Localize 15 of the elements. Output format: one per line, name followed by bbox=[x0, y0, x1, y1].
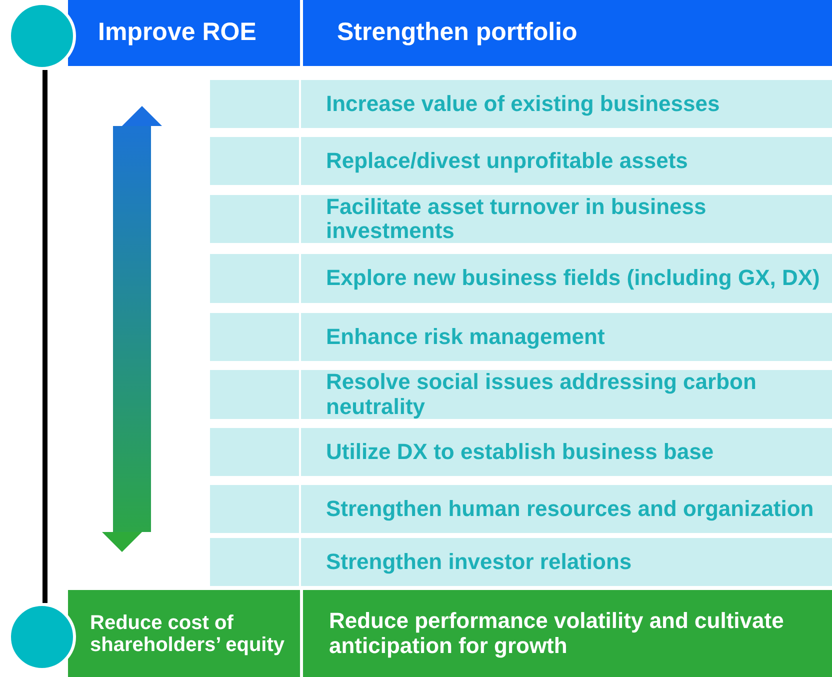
header-band: Reduce cost of shareholders’ equity bbox=[68, 590, 300, 677]
strategy-row: Replace/divest unprofitable assets bbox=[210, 137, 832, 185]
strategy-row: Explore new business fields (including GX, DX) bbox=[210, 254, 832, 303]
header-band: Reduce performance volatility and cultivate anticipation for growth bbox=[301, 590, 832, 677]
strategy-row: Utilize DX to establish business base bbox=[210, 428, 832, 476]
double-arrow bbox=[102, 106, 162, 552]
strategy-row: Strengthen human resources and organization bbox=[210, 485, 832, 533]
strategy-row: Facilitate asset turnover in business investments bbox=[210, 195, 832, 243]
connector-line bbox=[42, 70, 48, 603]
strategy-row: Resolve social issues addressing carbon neutrality bbox=[210, 370, 832, 419]
header-band: Strengthen portfolio bbox=[301, 0, 832, 66]
strategy-row: Strengthen investor relations bbox=[210, 538, 832, 586]
strategy-row: Increase value of existing businesses bbox=[210, 80, 832, 128]
header-band: Improve ROE bbox=[68, 0, 300, 66]
strategy-row: Enhance risk management bbox=[210, 313, 832, 361]
